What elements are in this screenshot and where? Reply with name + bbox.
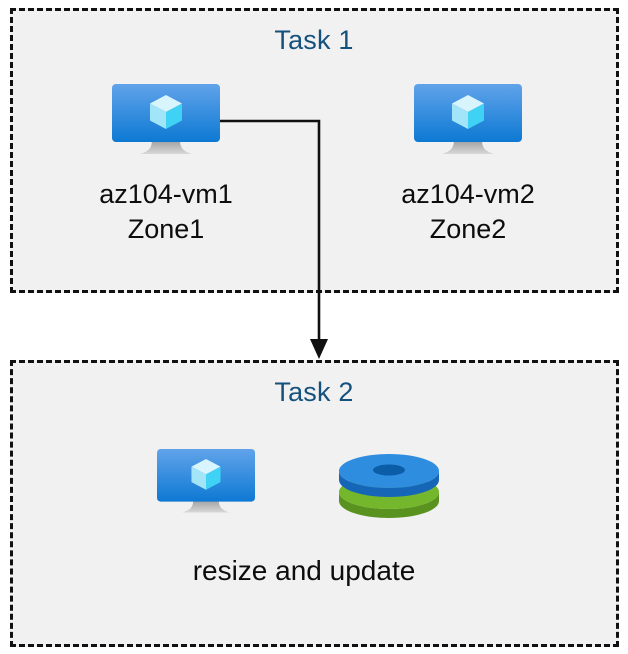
- task-2-container: [10, 360, 619, 647]
- vm1-label: az104-vm1 Zone1: [99, 179, 233, 244]
- virtual-machine-icon-task2: [157, 447, 255, 519]
- disks-icon: [336, 446, 442, 518]
- task-2-caption: resize and update: [192, 555, 416, 586]
- virtual-machine-icon-vm1: [112, 84, 220, 159]
- task-2-title: Task 2: [274, 377, 354, 407]
- task-1-title: Task 1: [274, 25, 354, 55]
- vm2-label: az104-vm2 Zone2: [401, 179, 535, 244]
- virtual-machine-icon-vm2: [414, 84, 522, 159]
